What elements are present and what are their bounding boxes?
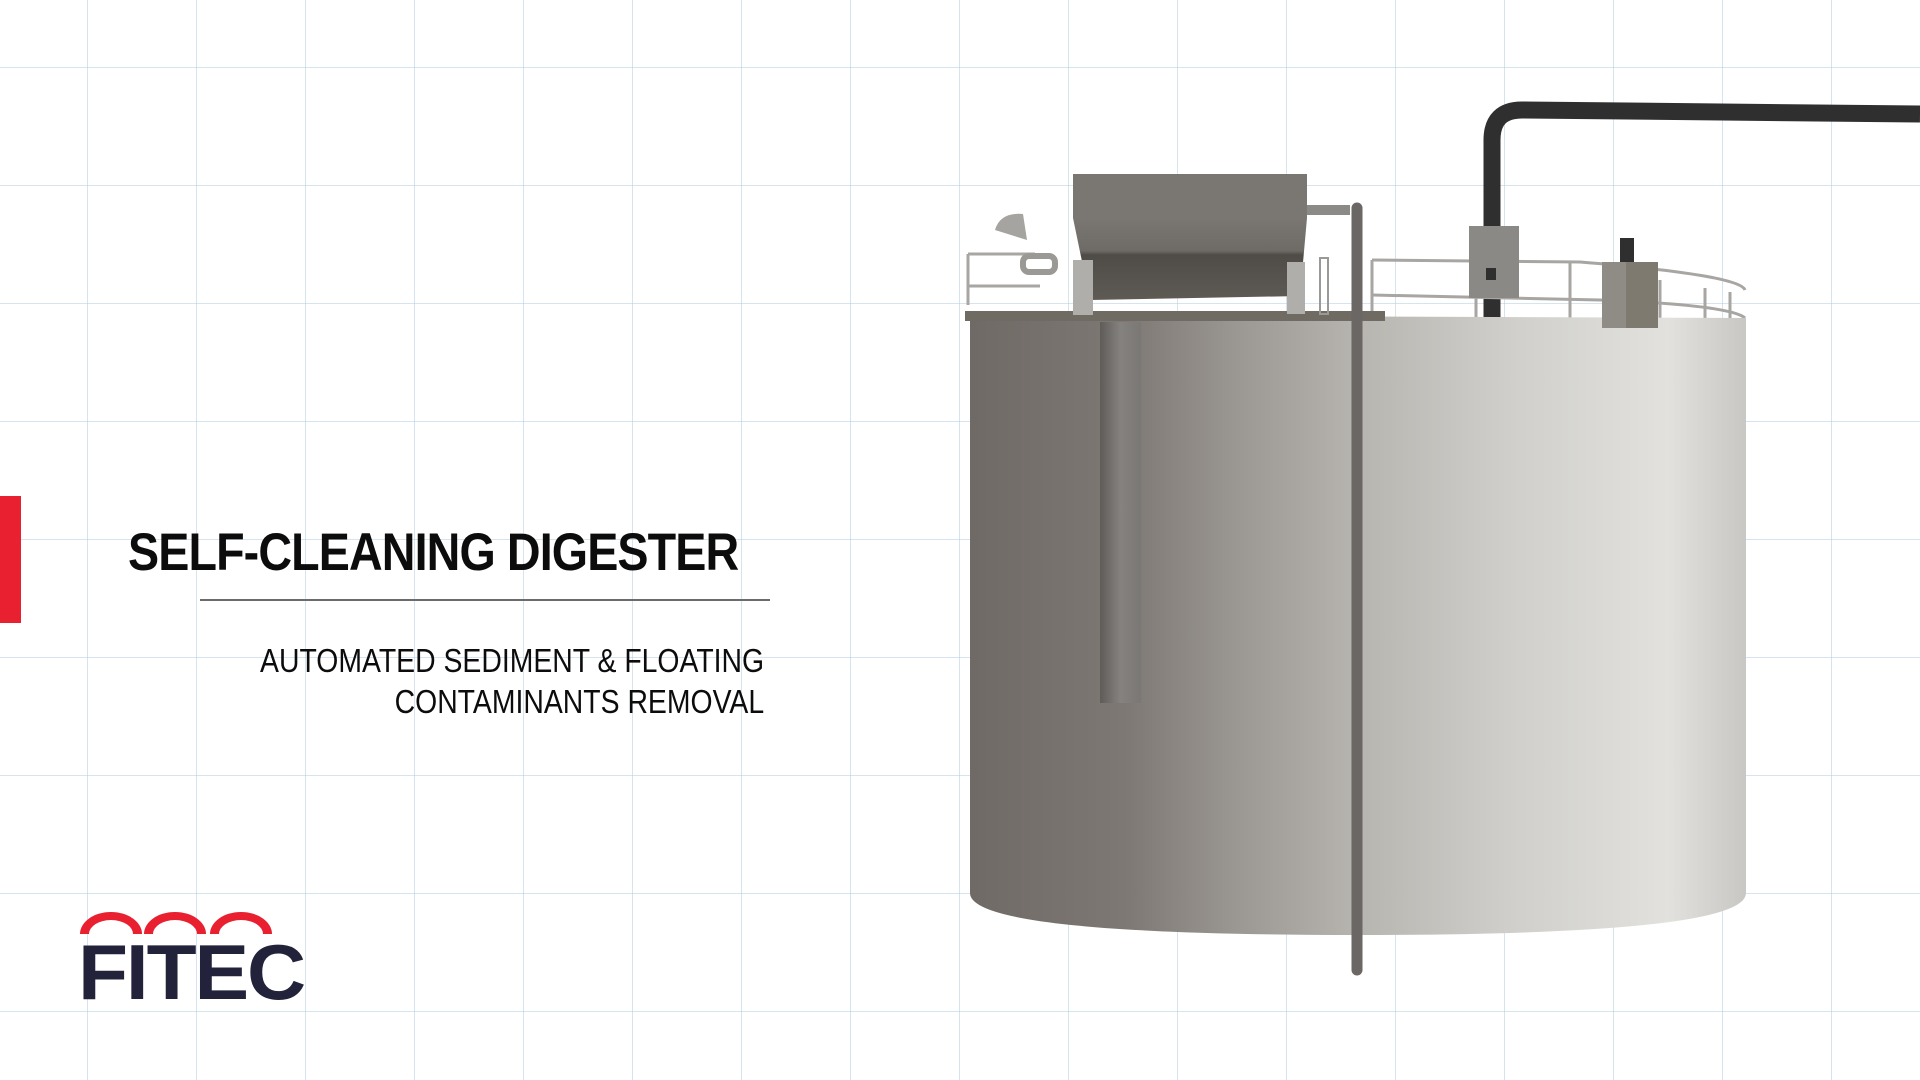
red-accent-bar — [0, 496, 21, 623]
control-box — [1602, 238, 1658, 328]
sensor-box — [1469, 226, 1519, 298]
subtitle-line-1: AUTOMATED SEDIMENT & FLOATING — [259, 642, 764, 679]
tank-deck — [965, 311, 1385, 321]
inlet-pipe — [1483, 101, 1920, 320]
rotary-screen — [995, 174, 1350, 315]
slide-title: SELF-CLEANING DIGESTER — [128, 523, 739, 582]
scum-column — [1100, 322, 1141, 703]
title-divider — [200, 599, 770, 601]
logo-wordmark: FITEC — [78, 928, 306, 1016]
slide-subtitle: AUTOMATED SEDIMENT & FLOATING CONTAMINAN… — [260, 640, 764, 722]
fitec-logo: FITEC — [78, 912, 306, 1012]
logo-arches-icon — [80, 912, 272, 934]
subtitle-line-2: CONTAMINANTS REMOVAL — [394, 683, 764, 720]
